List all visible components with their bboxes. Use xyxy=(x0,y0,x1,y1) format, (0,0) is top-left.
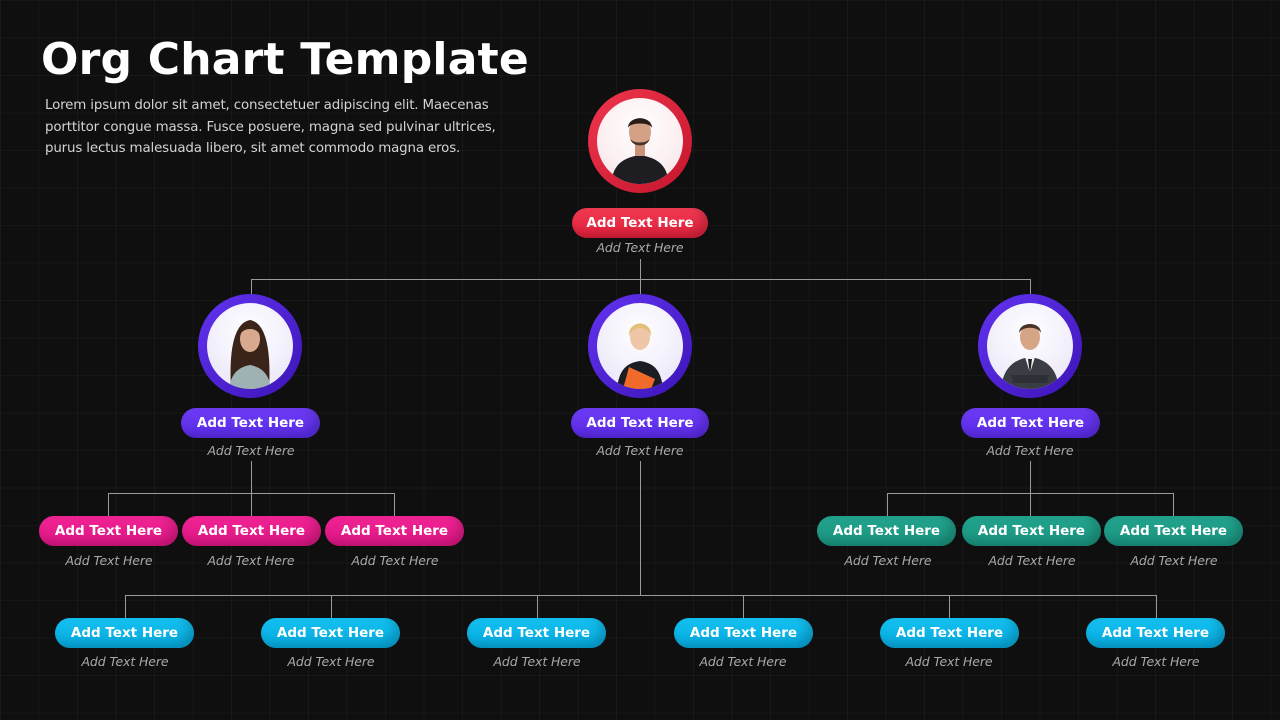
node-level3-left-2-subtitle: Add Text Here xyxy=(207,553,295,568)
node-level3-right-2-title[interactable]: Add Text Here xyxy=(962,516,1101,546)
connector-line xyxy=(887,493,1174,494)
connector-line xyxy=(251,461,252,517)
connector-line xyxy=(331,595,332,619)
connector-line xyxy=(251,279,1031,280)
node-level3-left-3-subtitle: Add Text Here xyxy=(351,553,439,568)
node-level2-left-title[interactable]: Add Text Here xyxy=(181,408,320,438)
connector-line xyxy=(1173,493,1174,517)
node-level3-right-3-title[interactable]: Add Text Here xyxy=(1104,516,1243,546)
connector-line xyxy=(125,595,1157,596)
connector-line xyxy=(1030,279,1031,296)
node-level4-3-title[interactable]: Add Text Here xyxy=(467,618,606,648)
person-photo xyxy=(597,303,683,389)
node-level4-6-title[interactable]: Add Text Here xyxy=(1086,618,1225,648)
connector-line xyxy=(640,259,641,296)
node-level4-1-title[interactable]: Add Text Here xyxy=(55,618,194,648)
page-description: Lorem ipsum dolor sit amet, consectetuer… xyxy=(45,98,496,157)
connector-line xyxy=(1030,461,1031,517)
person-photo xyxy=(987,303,1073,389)
node-level3-right-2-subtitle: Add Text Here xyxy=(988,553,1076,568)
node-level3-left-1-subtitle: Add Text Here xyxy=(65,553,153,568)
node-level2-left-subtitle: Add Text Here xyxy=(207,443,295,458)
node-level4-3-subtitle: Add Text Here xyxy=(493,654,581,669)
node-level3-right-3-subtitle: Add Text Here xyxy=(1130,553,1218,568)
node-level2-right-title[interactable]: Add Text Here xyxy=(961,408,1100,438)
connector-line xyxy=(887,493,888,517)
connector-line xyxy=(125,595,126,619)
page-title: Org Chart Template xyxy=(41,34,529,85)
node-level4-4-title[interactable]: Add Text Here xyxy=(674,618,813,648)
connector-line xyxy=(743,595,744,619)
node-level1-title[interactable]: Add Text Here xyxy=(572,208,708,238)
node-level3-left-2-title[interactable]: Add Text Here xyxy=(182,516,321,546)
node-level2-right-subtitle: Add Text Here xyxy=(986,443,1074,458)
person-woman-icon xyxy=(617,323,663,389)
node-level4-2-subtitle: Add Text Here xyxy=(287,654,375,669)
avatar-level2-right[interactable] xyxy=(978,294,1082,398)
node-level2-center-subtitle: Add Text Here xyxy=(596,443,684,458)
connector-line xyxy=(108,493,109,517)
node-level3-left-3-title[interactable]: Add Text Here xyxy=(325,516,464,546)
person-photo xyxy=(207,303,293,389)
node-level4-5-subtitle: Add Text Here xyxy=(905,654,993,669)
connector-line xyxy=(394,493,395,517)
connector-line xyxy=(537,595,538,619)
person-man-icon xyxy=(611,118,669,184)
connector-line xyxy=(251,279,252,296)
connector-line xyxy=(640,461,641,596)
node-level4-5-title[interactable]: Add Text Here xyxy=(880,618,1019,648)
node-level4-6-subtitle: Add Text Here xyxy=(1112,654,1200,669)
avatar-level2-center[interactable] xyxy=(588,294,692,398)
avatar-level2-left[interactable] xyxy=(198,294,302,398)
node-level3-right-1-subtitle: Add Text Here xyxy=(844,553,932,568)
node-level3-right-1-title[interactable]: Add Text Here xyxy=(817,516,956,546)
node-level4-1-subtitle: Add Text Here xyxy=(81,654,169,669)
person-photo xyxy=(597,98,683,184)
connector-line xyxy=(949,595,950,619)
node-level4-4-subtitle: Add Text Here xyxy=(699,654,787,669)
connector-line xyxy=(108,493,395,494)
node-level4-2-title[interactable]: Add Text Here xyxy=(261,618,400,648)
connector-line xyxy=(1156,595,1157,619)
node-level3-left-1-title[interactable]: Add Text Here xyxy=(39,516,178,546)
node-level1-subtitle: Add Text Here xyxy=(596,240,684,255)
person-man-suit-icon xyxy=(1001,324,1059,389)
avatar-level1[interactable] xyxy=(588,89,692,193)
node-level2-center-title[interactable]: Add Text Here xyxy=(571,408,709,438)
person-woman-icon xyxy=(229,320,271,389)
